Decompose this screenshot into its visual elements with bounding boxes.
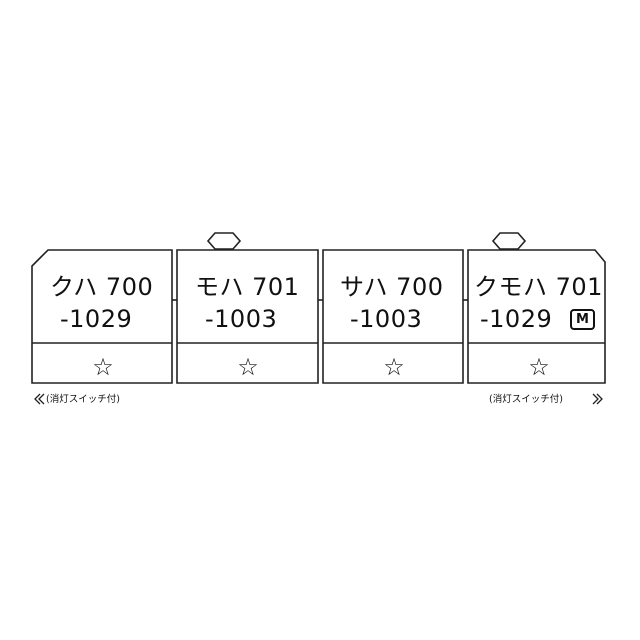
car-name-2: モハ 701 <box>195 273 300 301</box>
car-name-4: クモハ 701 <box>474 273 603 301</box>
motor-car-badge: M <box>570 309 595 330</box>
cab-direction-icon <box>596 393 603 405</box>
car-number-4: -1029 <box>480 305 553 333</box>
car-mark-2: ☆ <box>237 353 259 381</box>
pantograph-icon <box>491 232 527 250</box>
car-number-3: -1003 <box>350 305 423 333</box>
cab-direction-icon <box>38 393 45 405</box>
cab-direction-icon <box>34 393 41 405</box>
car-name-3: サハ 700 <box>340 273 444 301</box>
car-mark-4: ☆ <box>528 353 550 381</box>
cab-direction-icon <box>592 393 599 405</box>
pantograph-icon <box>206 232 242 250</box>
car-number-1: -1029 <box>60 305 133 333</box>
car-outline-2 <box>176 249 319 384</box>
car-name-1: クハ 700 <box>50 273 154 301</box>
car-outline-4 <box>467 249 606 384</box>
car-mark-3: ☆ <box>383 353 405 381</box>
right-cab-note: (消灯スイッチ付) <box>489 394 563 405</box>
car-number-2: -1003 <box>205 305 278 333</box>
car-outline-1 <box>31 249 173 384</box>
car-outline-3 <box>322 249 464 384</box>
car-mark-1: ☆ <box>92 353 114 381</box>
left-cab-note: (消灯スイッチ付) <box>46 394 120 405</box>
